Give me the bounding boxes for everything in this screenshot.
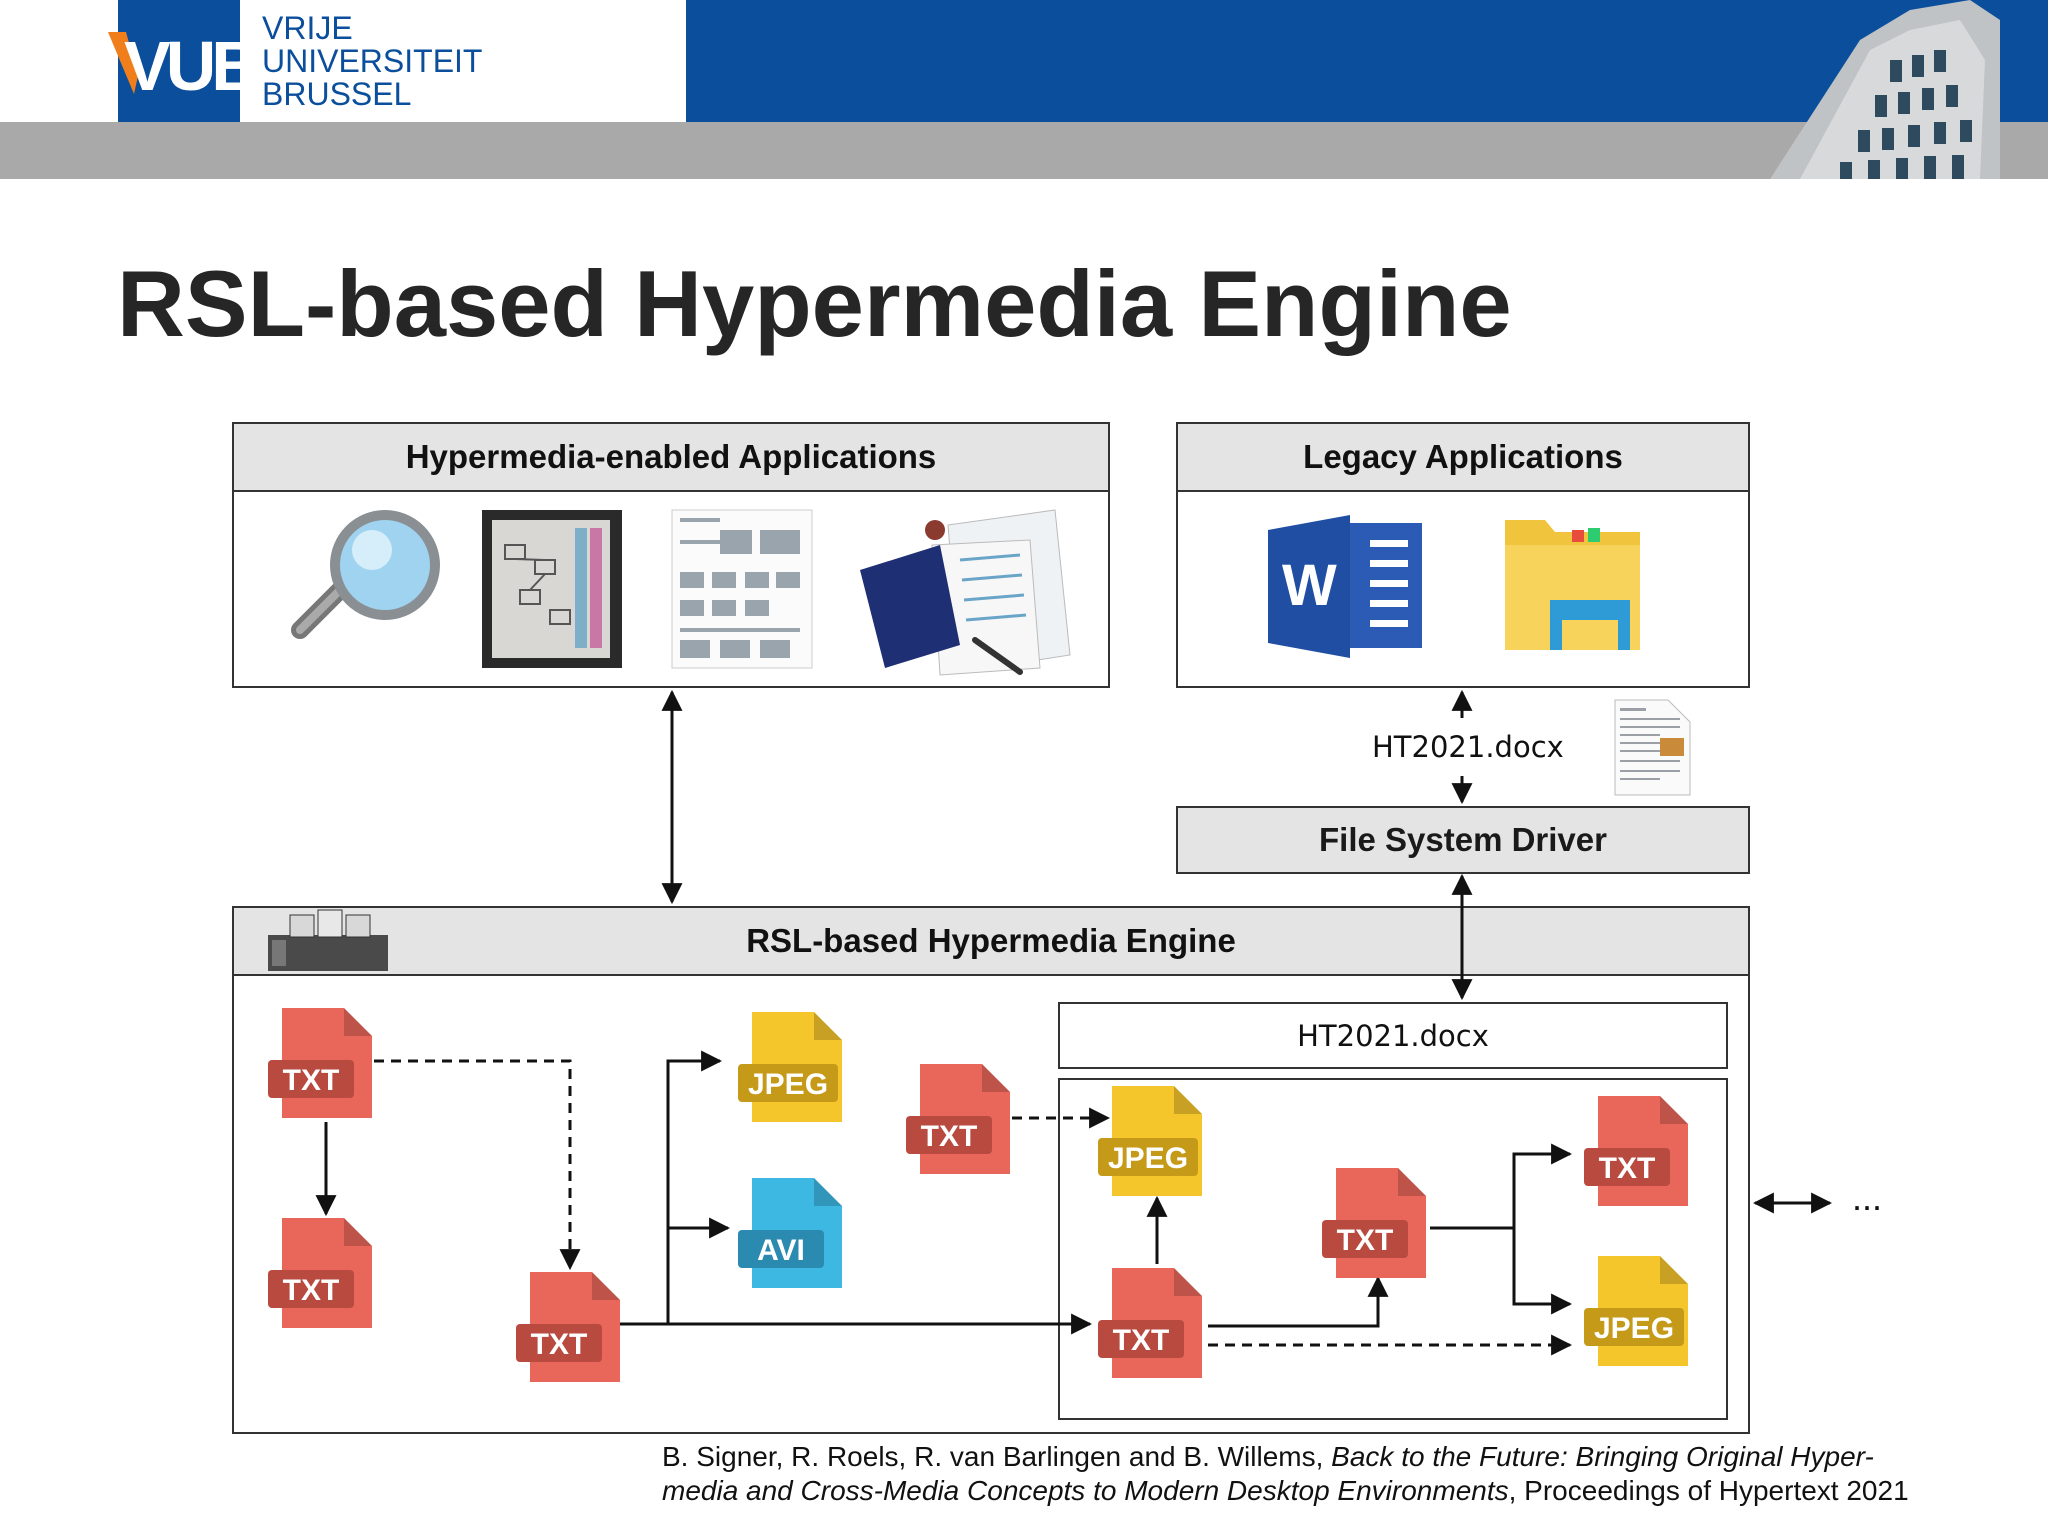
tabletop-display-icon	[482, 510, 622, 668]
engine-machine-icon	[268, 909, 388, 971]
document-name: HT2021.docx	[1372, 730, 1564, 764]
university-name-line-2: UNIVERSITEIT	[262, 43, 483, 79]
page-title: RSL-based Hypermedia Engine	[117, 251, 1512, 356]
jpeg-file-icon-3: JPEG	[1584, 1256, 1688, 1366]
document-pages-icon	[671, 509, 813, 669]
ellipsis: ...	[1852, 1177, 1882, 1218]
university-name: VRIJE UNIVERSITEIT BRUSSEL	[262, 12, 482, 111]
txt-file-icon-6: TXT	[1322, 1168, 1426, 1278]
word-icon: W	[1268, 515, 1422, 658]
jpeg-file-icon-2: JPEG	[1098, 1086, 1202, 1196]
jpeg-file-icon-1-label: JPEG	[748, 1068, 828, 1101]
txt-file-icon-7: TXT	[1584, 1096, 1688, 1206]
university-name-line-3: BRUSSEL	[262, 76, 412, 112]
file-explorer-icon	[1505, 520, 1640, 650]
reference-citation: B. Signer, R. Roels, R. van Barlingen an…	[662, 1440, 1909, 1508]
txt-file-icon-3-label: TXT	[531, 1328, 588, 1361]
txt-file-icon-4-label: TXT	[921, 1120, 978, 1153]
svg-text:W: W	[1282, 553, 1337, 618]
reference-authors: B. Signer, R. Roels, R. van Barlingen an…	[662, 1441, 1332, 1472]
engine-label: RSL-based Hypermedia Engine	[234, 908, 1748, 976]
txt-file-icon-5: TXT	[1098, 1268, 1202, 1378]
txt-file-icon-1: TXT	[268, 1008, 372, 1118]
txt-file-icon-6-label: TXT	[1337, 1224, 1394, 1257]
avi-file-icon: AVI	[738, 1178, 842, 1288]
reference-venue: , Proceedings of Hypertext 2021	[1508, 1475, 1909, 1506]
jpeg-file-icon-2-label: JPEG	[1108, 1142, 1188, 1175]
logo-background	[118, 0, 240, 122]
txt-file-icon-2: TXT	[268, 1218, 372, 1328]
legacy-apps-label: Legacy Applications	[1178, 424, 1748, 492]
hypermedia-apps-label: Hypermedia-enabled Applications	[234, 424, 1108, 492]
document-thumbnail-icon	[1614, 699, 1691, 796]
magnifier-icon	[291, 510, 440, 639]
txt-file-icon-5-label: TXT	[1113, 1324, 1170, 1357]
header-grey-band	[0, 122, 2048, 179]
txt-file-icon-3: TXT	[516, 1272, 620, 1382]
avi-file-icon-label: AVI	[757, 1234, 805, 1267]
interactive-paper-icon	[860, 509, 1071, 676]
txt-file-icon-1-label: TXT	[283, 1064, 340, 1097]
jpeg-file-icon-3-label: JPEG	[1594, 1312, 1674, 1345]
header-white-band	[0, 0, 686, 122]
txt-file-icon-4: TXT	[906, 1064, 1010, 1174]
inner-document-name-box: HT2021.docx	[1058, 1002, 1728, 1069]
logo-text: VUB	[124, 28, 244, 98]
inner-document-frame	[1058, 1078, 1728, 1420]
university-name-line-1: VRIJE	[262, 10, 353, 46]
inner-document-name: HT2021.docx	[1297, 1018, 1489, 1053]
reference-title-line-1: Back to the Future: Bringing Original Hy…	[1331, 1441, 1874, 1472]
txt-file-icon-2-label: TXT	[283, 1274, 340, 1307]
building-image-icon	[1770, 0, 2000, 179]
vub-logo: VUB	[108, 28, 244, 98]
file-system-driver-box: File System Driver	[1176, 806, 1750, 874]
txt-file-icon-7-label: TXT	[1599, 1152, 1656, 1185]
reference-title-line-2: media and Cross-Media Concepts to Modern…	[662, 1475, 1509, 1506]
jpeg-file-icon-1: JPEG	[738, 1012, 842, 1122]
